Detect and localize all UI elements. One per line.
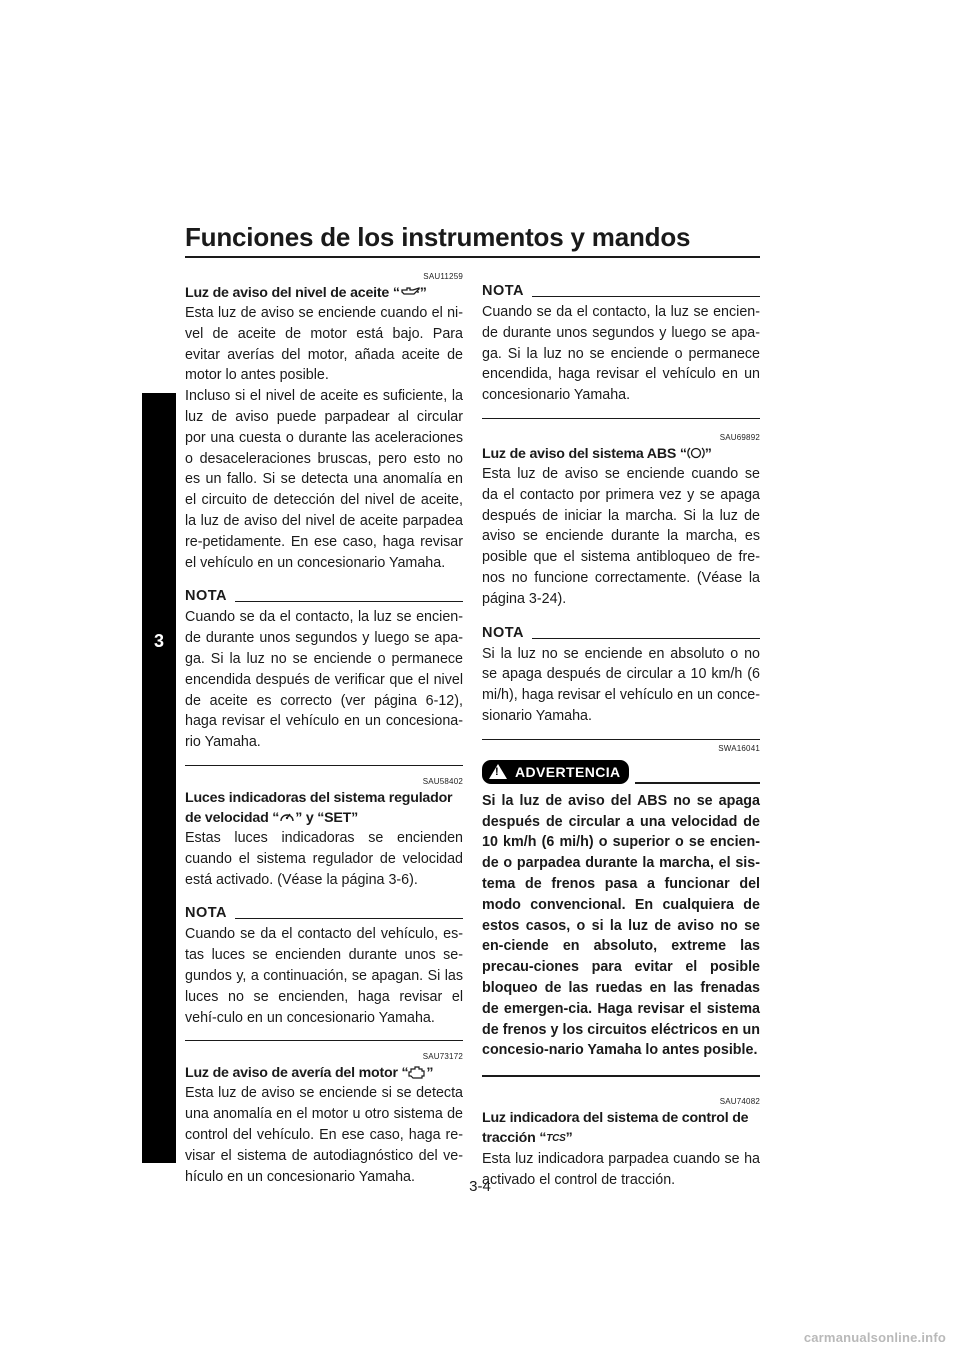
tcs-section: SAU74082 Luz indicadora del sistema de c… xyxy=(482,1097,760,1191)
oil-can-icon xyxy=(401,287,420,295)
nota-rule xyxy=(235,601,463,603)
page-title: Funciones de los instrumentos y mandos xyxy=(185,222,760,258)
nota-end-rule xyxy=(185,1040,463,1042)
page-number: 3-4 xyxy=(469,1178,491,1195)
section-code: SAU73172 xyxy=(422,1052,463,1062)
warning-header: ADVERTENCIA xyxy=(482,759,760,784)
warning-body: Si la luz de aviso del ABS no se apaga d… xyxy=(482,792,760,1059)
section-code: SAU58402 xyxy=(422,776,463,786)
section-heading: Luz indicadora del sistema de control de… xyxy=(482,1110,749,1147)
warning-rule xyxy=(634,781,760,784)
section-body: Esta luz de aviso se enciende cuando se … xyxy=(482,465,760,607)
warning-end-rule xyxy=(482,1075,760,1078)
section-heading: Luz de aviso del nivel de aceite “” xyxy=(185,285,427,301)
nota-rule xyxy=(532,637,760,639)
left-column: SAU11259 Luz de aviso del nivel de aceit… xyxy=(185,272,463,1187)
section-body: Estas luces indicadoras se encienden cua… xyxy=(185,829,463,888)
cruise-control-section: SAU58402 Luces indicadoras del sistema r… xyxy=(185,776,463,1042)
warning-section: SWA16041 ADVERTENCIA Si la luz de aviso … xyxy=(482,744,760,1078)
nota-label: NOTA xyxy=(482,283,525,299)
nota-end-rule xyxy=(482,417,760,419)
nota-rule xyxy=(532,296,760,297)
nota-label: NOTA xyxy=(185,588,228,605)
nota-body: Cuando se da el contacto, la luz se enci… xyxy=(482,304,760,404)
nota-box: NOTA Cuando se da el contacto, la luz se… xyxy=(185,585,463,766)
right-column: NOTA Cuando se da el contacto, la luz se… xyxy=(482,272,760,1191)
cruise-control-icon xyxy=(280,813,294,822)
nota-box: NOTA Cuando se da el contacto, la luz se… xyxy=(482,280,760,419)
nota-body: Cuando se da el contacto del vehículo, e… xyxy=(185,926,463,1026)
abs-section: SAU69892 Luz de aviso del sistema ABS “”… xyxy=(482,433,760,740)
nota-label: NOTA xyxy=(185,905,228,922)
section-body: Esta luz de aviso se enciende cuando el … xyxy=(185,305,463,571)
engine-trouble-section: SAU73172 Luz de aviso de avería del moto… xyxy=(185,1052,463,1187)
section-body: Esta luz de aviso se enciende si se dete… xyxy=(185,1085,463,1185)
nota-body: Si la luz no se enciende en absoluto o n… xyxy=(482,645,760,724)
tcs-icon: TCS xyxy=(546,1133,566,1145)
section-body: Esta luz indicadora parpadea cuando se h… xyxy=(482,1151,760,1189)
footer-watermark: carmanualsonline.info xyxy=(803,1330,946,1345)
nota-end-rule xyxy=(185,764,463,766)
warning-label: ADVERTENCIA xyxy=(515,763,621,780)
nota-box: NOTA Cuando se da el contacto del vehícu… xyxy=(185,902,463,1042)
section-heading: Luces indicadoras del sistema regulador … xyxy=(185,789,453,826)
nota-end-rule xyxy=(482,738,760,740)
chapter-number: 3 xyxy=(153,631,164,651)
warning-triangle-icon xyxy=(489,764,507,780)
abs-icon xyxy=(687,447,705,459)
chapter-tab: 3 xyxy=(142,393,176,1163)
warning-badge: ADVERTENCIA xyxy=(482,759,629,784)
nota-rule xyxy=(235,918,463,920)
nota-body: Cuando se da el contacto, la luz se enci… xyxy=(185,609,463,751)
oil-level-section: SAU11259 Luz de aviso del nivel de aceit… xyxy=(185,272,463,766)
section-code: SWA16041 xyxy=(718,743,760,753)
section-code: SAU11259 xyxy=(423,272,463,281)
engine-check-icon xyxy=(408,1066,426,1079)
section-heading: Luz de aviso del sistema ABS “” xyxy=(482,445,712,462)
nota-label: NOTA xyxy=(482,624,525,641)
section-code: SAU74082 xyxy=(719,1097,760,1107)
section-code: SAU69892 xyxy=(719,432,760,442)
nota-box: NOTA Si la luz no se enciende en absolut… xyxy=(482,622,760,740)
section-heading: Luz de aviso de avería del motor “” xyxy=(185,1065,434,1082)
